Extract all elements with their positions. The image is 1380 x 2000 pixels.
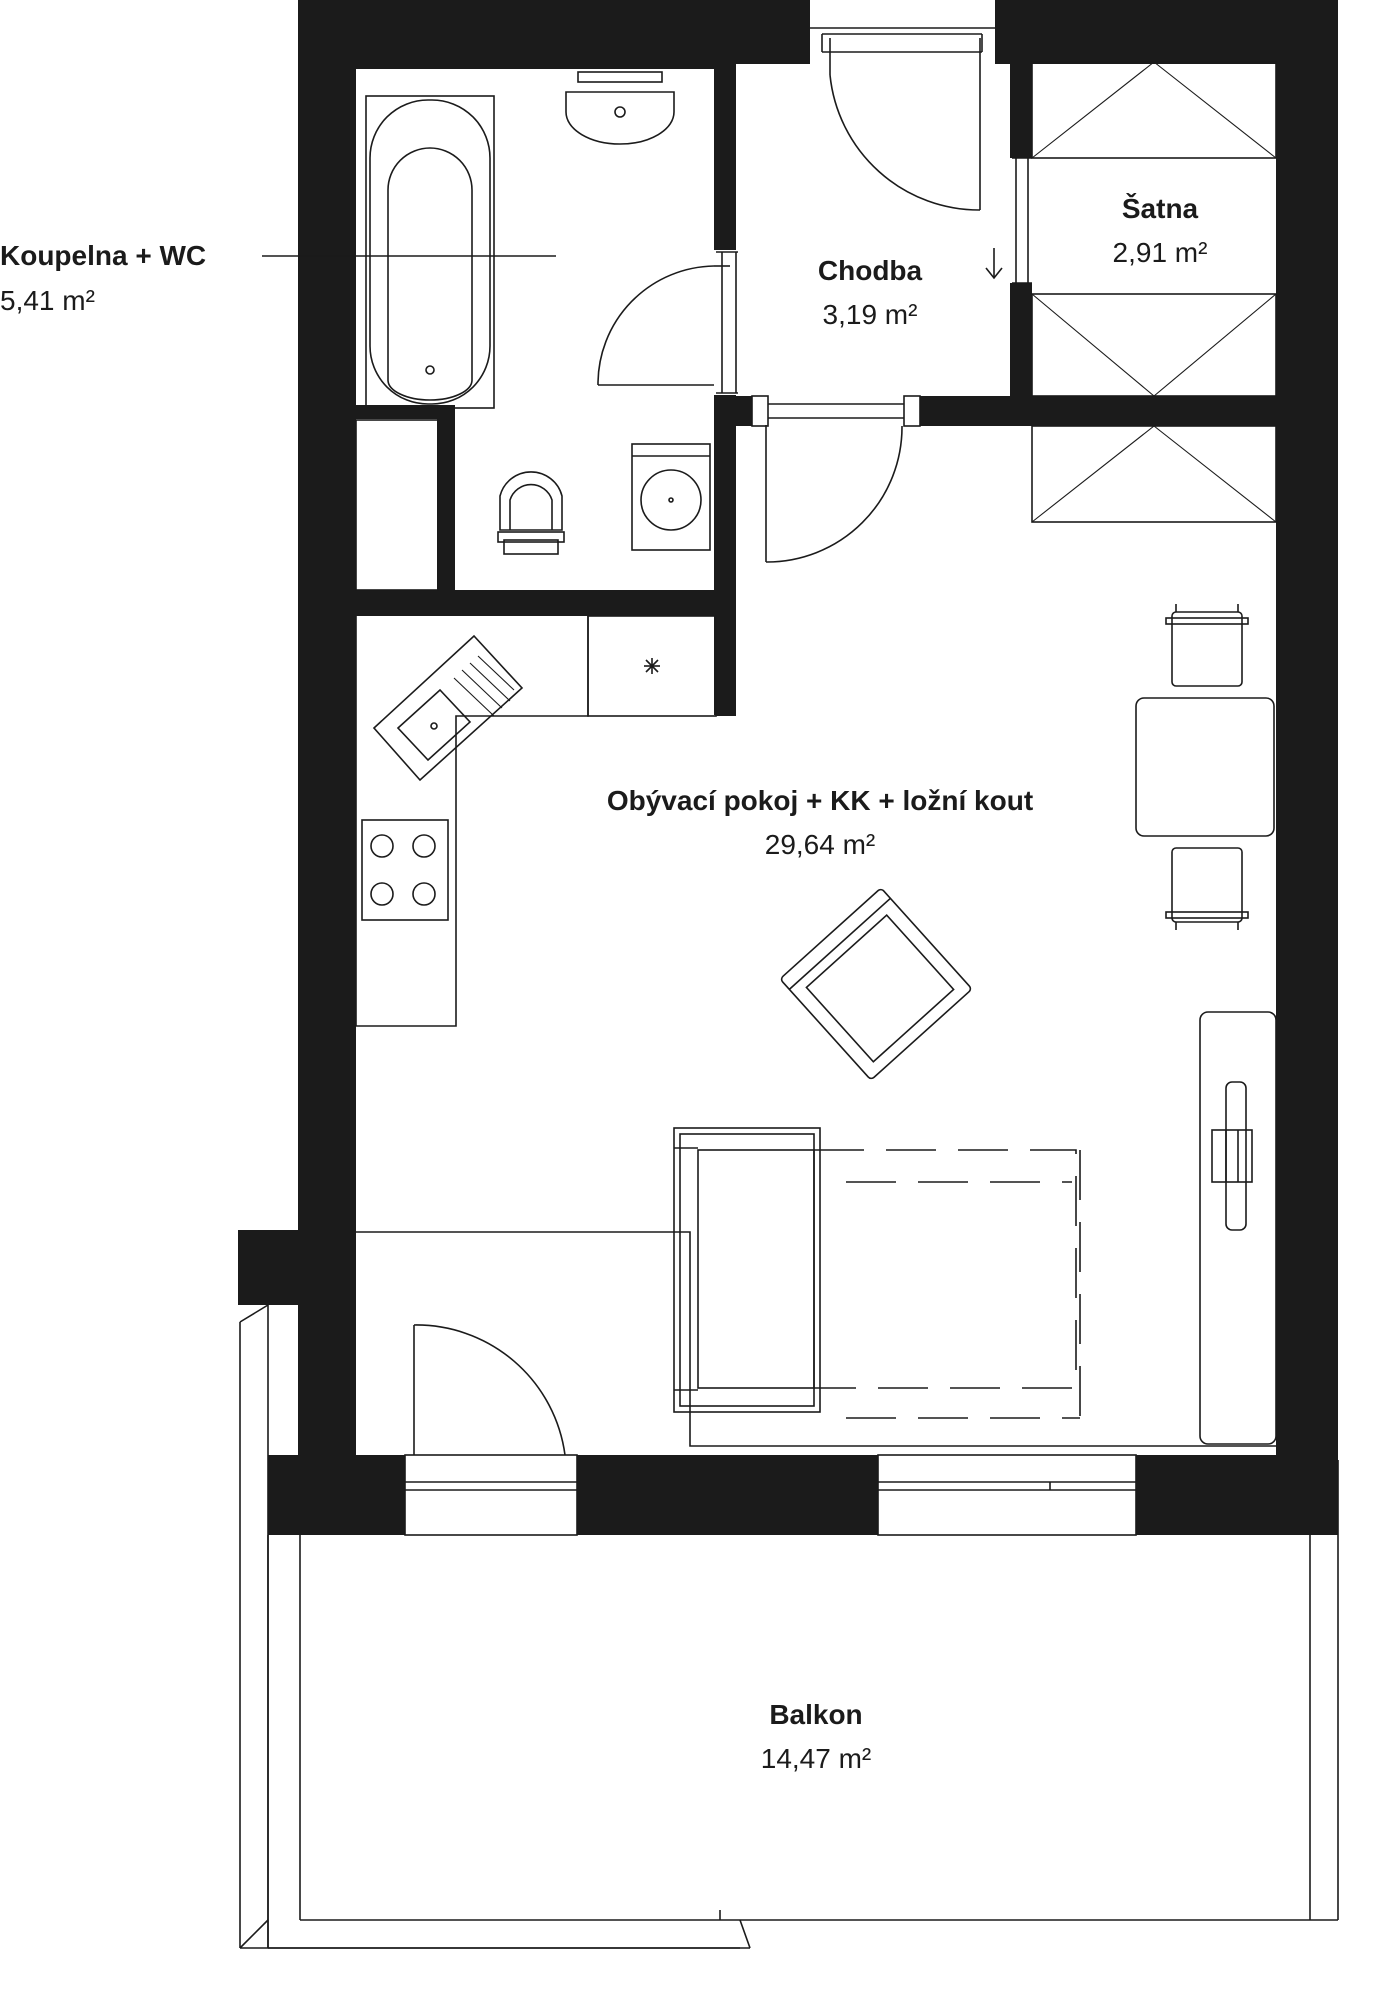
wardrobe-area: 2,91 m²	[1113, 237, 1208, 268]
balcony-name: Balkon	[769, 1699, 862, 1730]
kitchen	[355, 615, 717, 1027]
sofa-bed	[356, 1127, 1276, 1447]
balcony-outline	[239, 1304, 1339, 1949]
openings	[404, 0, 1137, 1536]
armchair-icon	[780, 888, 972, 1080]
washing-machine-icon	[631, 443, 711, 551]
bathtub-icon	[365, 95, 495, 409]
bathroom-fixtures	[355, 71, 711, 591]
room-labels: Koupelna + WC 5,41 m² Chodba 3,19 m² Šat…	[0, 192, 1207, 1774]
bathroom-name: Koupelna + WC	[0, 240, 206, 271]
cooktop-icon	[361, 819, 449, 921]
wardrobe-name: Šatna	[1122, 192, 1199, 224]
living-room-name: Obývací pokoj + KK + ložní kout	[607, 785, 1033, 816]
washbasin-icon	[565, 71, 675, 145]
freezer-icon	[644, 658, 660, 674]
living-room-area: 29,64 m²	[765, 829, 876, 860]
kitchen-sink-icon	[372, 634, 524, 782]
storage-cabinet	[355, 419, 439, 591]
hallway-area: 3,19 m²	[823, 299, 918, 330]
walls	[238, 0, 1338, 1535]
balcony-area: 14,47 m²	[761, 1743, 872, 1774]
hallway-name: Chodba	[818, 255, 923, 286]
toilet-icon	[497, 471, 565, 555]
tv-unit	[1199, 1011, 1277, 1445]
dining-set	[1135, 604, 1275, 930]
wardrobe-units	[1031, 61, 1277, 523]
bathroom-area: 5,41 m²	[0, 285, 95, 316]
door-swings	[413, 38, 1003, 1456]
